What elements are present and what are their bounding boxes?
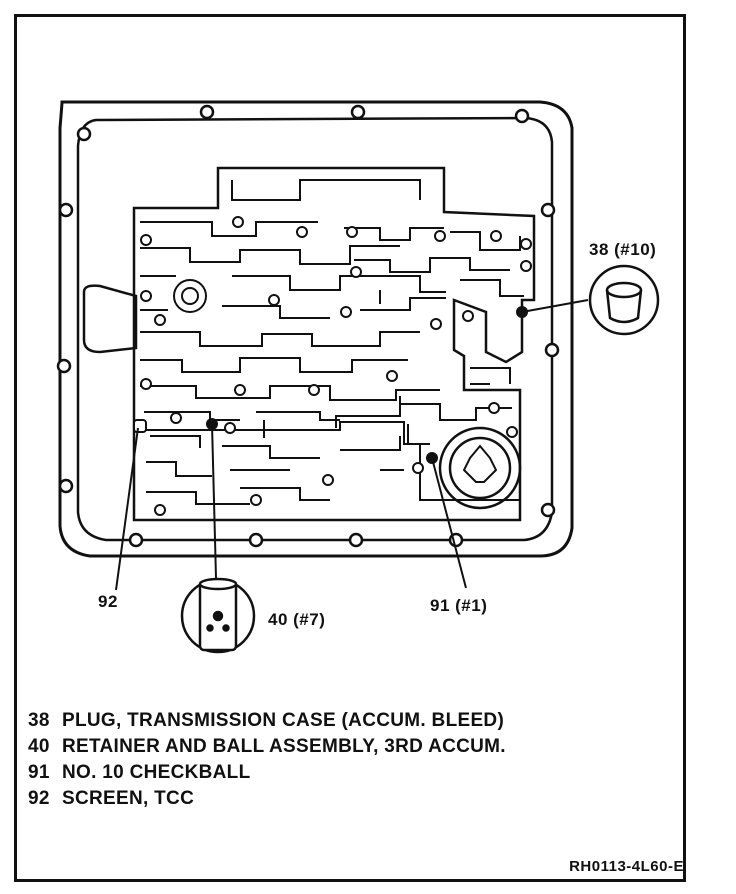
- legend-row: 92 SCREEN, TCC: [28, 786, 506, 812]
- valve-body-outline: [132, 166, 536, 522]
- parts-legend: 38 PLUG, TRANSMISSION CASE (ACCUM. BLEED…: [28, 708, 506, 812]
- legend-text: PLUG, TRANSMISSION CASE (ACCUM. BLEED): [62, 710, 505, 731]
- legend-text: NO. 10 CHECKBALL: [62, 762, 251, 783]
- callout-91: 91 (#1): [430, 596, 488, 615]
- legend-number: 38: [28, 710, 50, 731]
- valve-body-passages: [140, 179, 524, 505]
- legend-row: 40 RETAINER AND BALL ASSEMBLY, 3RD ACCUM…: [28, 734, 506, 760]
- legend-row: 91 NO. 10 CHECKBALL: [28, 760, 506, 786]
- legend-number: 92: [28, 788, 50, 809]
- case-notch: [82, 284, 138, 354]
- figure-frame: [14, 14, 686, 882]
- accumulator-spider: [462, 444, 498, 483]
- case-bolt-holes: [56, 104, 560, 548]
- plug-38-icon: [588, 264, 660, 336]
- legend-text: RETAINER AND BALL ASSEMBLY, 3RD ACCUM.: [62, 736, 506, 757]
- callout-92: 92: [98, 592, 118, 611]
- legend-text: SCREEN, TCC: [62, 788, 195, 809]
- callout-40: 40 (#7): [268, 610, 326, 629]
- leader-lines: [115, 299, 589, 591]
- retainer-40-icon: [180, 577, 256, 654]
- legend-number: 40: [28, 736, 50, 757]
- callout-38: 38 (#10): [589, 240, 657, 259]
- valve-body-holes: [140, 216, 532, 516]
- accumulator-pocket: [438, 426, 522, 510]
- case-outline: [58, 100, 574, 558]
- legend-number: 91: [28, 762, 50, 783]
- valve-body-step: [134, 421, 520, 501]
- figure-code: RH0113-4L60-E: [569, 858, 684, 875]
- legend-row: 38 PLUG, TRANSMISSION CASE (ACCUM. BLEED…: [28, 708, 506, 734]
